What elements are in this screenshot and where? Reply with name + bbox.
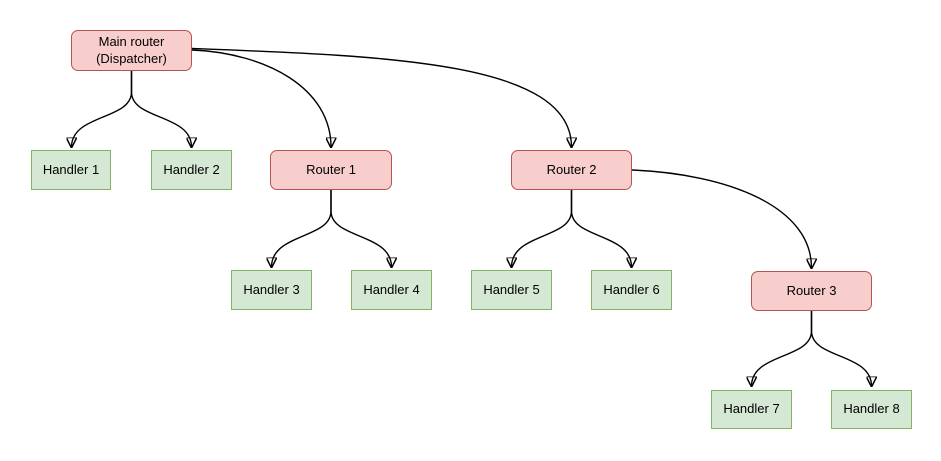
edge-router-2-to-handler-6 bbox=[570, 190, 632, 267]
edge-main-router-to-handler-1 bbox=[72, 71, 133, 147]
node-router-2: Router 2 bbox=[511, 150, 632, 190]
node-main-router: Main router (Dispatcher) bbox=[71, 30, 192, 71]
edge-router-3-to-handler-7 bbox=[752, 311, 813, 386]
node-handler-7: Handler 7 bbox=[711, 390, 792, 429]
node-router-1: Router 1 bbox=[270, 150, 392, 190]
node-handler-1: Handler 1 bbox=[31, 150, 111, 190]
edge-main-router-to-router-2 bbox=[191, 47, 572, 148]
node-handler-4: Handler 4 bbox=[351, 270, 432, 310]
node-router-3: Router 3 bbox=[751, 271, 872, 311]
node-handler-6: Handler 6 bbox=[591, 270, 672, 310]
edge-router-3-to-handler-8 bbox=[810, 311, 872, 386]
edge-main-router-to-handler-2 bbox=[130, 71, 192, 147]
edge-router-2-to-handler-5 bbox=[512, 190, 573, 267]
edge-router-1-to-handler-3 bbox=[272, 190, 332, 267]
node-handler-3: Handler 3 bbox=[231, 270, 312, 310]
node-handler-2: Handler 2 bbox=[151, 150, 232, 190]
edge-router-1-to-handler-4 bbox=[330, 190, 392, 267]
node-handler-5: Handler 5 bbox=[471, 270, 552, 310]
edge-main-router-to-router-1 bbox=[191, 49, 331, 147]
node-handler-8: Handler 8 bbox=[831, 390, 912, 429]
edge-router-2-to-router-3 bbox=[631, 169, 812, 268]
